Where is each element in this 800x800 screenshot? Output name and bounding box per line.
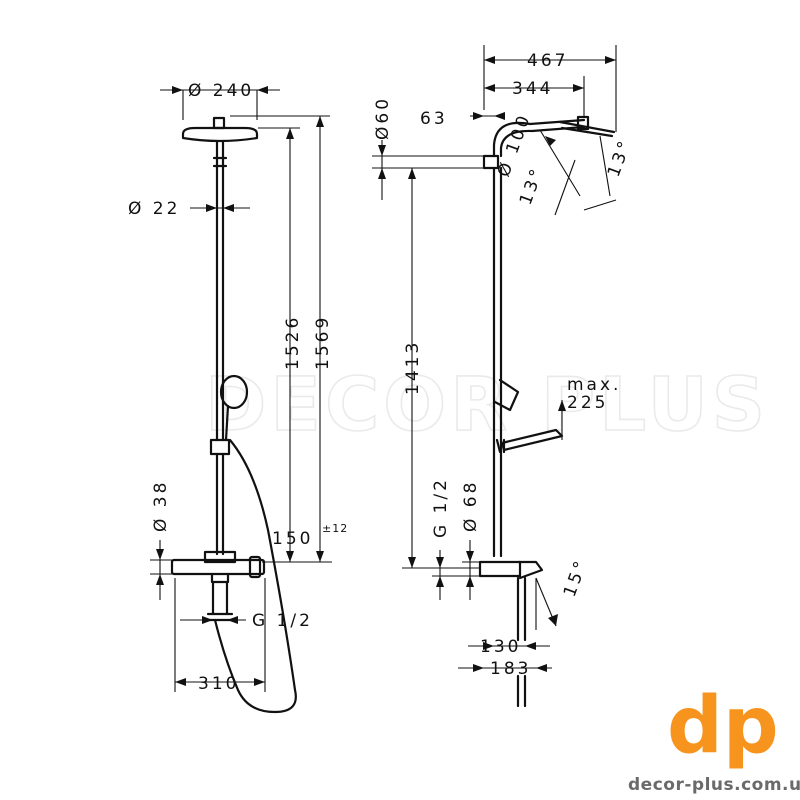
dim-height: 1413 xyxy=(403,340,423,395)
dim-centers: 310 xyxy=(198,674,239,694)
front-view: Ø 240 Ø 22 1526 1569 150 ±12 Ø 38 G 1/2 xyxy=(128,81,348,714)
watermark: DECOR PLUS xyxy=(205,362,769,448)
thermostat-knob xyxy=(248,555,262,579)
handshower-holder xyxy=(493,378,520,412)
dim-pipe-diameter: Ø 22 xyxy=(128,199,180,219)
riser-pipe xyxy=(215,140,225,442)
dim-spout-diameter: Ø 68 xyxy=(461,480,481,532)
dim-total-height: 1569 xyxy=(313,315,333,370)
dim-height-to-head: 1526 xyxy=(283,315,303,370)
brand-logo: dp decor-plus.com.ua xyxy=(628,681,800,795)
dim-tilt-a: 13° xyxy=(516,164,548,208)
dim-connection: G 1/2 xyxy=(252,611,313,631)
dim-head-diameter: Ø 240 xyxy=(188,81,254,101)
dim-wall-diameter: Ø60 xyxy=(373,96,393,140)
side-mixer xyxy=(478,560,522,578)
shower-hose xyxy=(213,438,297,714)
thermostat-body xyxy=(170,558,266,576)
dim-offset: 63 xyxy=(420,109,448,129)
brand-url: decor-plus.com.ua xyxy=(628,775,800,795)
shower-arm xyxy=(492,118,586,158)
dim-side-connection: G 1/2 xyxy=(431,477,451,538)
overhead-shower-head xyxy=(181,126,259,143)
dim-wall-distance: 150 xyxy=(272,529,313,549)
dim-tilt-b: 13° xyxy=(604,136,636,180)
dim-arm-length: 467 xyxy=(527,51,568,71)
slider-holder xyxy=(209,438,231,456)
dim-spout-reach-b: 183 xyxy=(490,659,531,679)
head-joint xyxy=(212,116,226,130)
dim-thermostat-diameter: Ø 38 xyxy=(151,480,171,532)
dim-tolerance: ±12 xyxy=(322,522,348,535)
bath-spout xyxy=(517,560,544,580)
wall-bracket xyxy=(482,154,500,170)
dim-head-reach: 344 xyxy=(512,79,553,99)
dim-spout-angle: 15° xyxy=(560,556,592,600)
dim-max-value: 225 xyxy=(567,393,608,413)
dim-spout-reach-a: 130 xyxy=(480,637,521,657)
hand-shower xyxy=(219,374,249,410)
side-riser xyxy=(492,166,503,558)
dim-max-label: max. xyxy=(567,375,621,395)
brand-logo-text: dp xyxy=(667,681,779,771)
